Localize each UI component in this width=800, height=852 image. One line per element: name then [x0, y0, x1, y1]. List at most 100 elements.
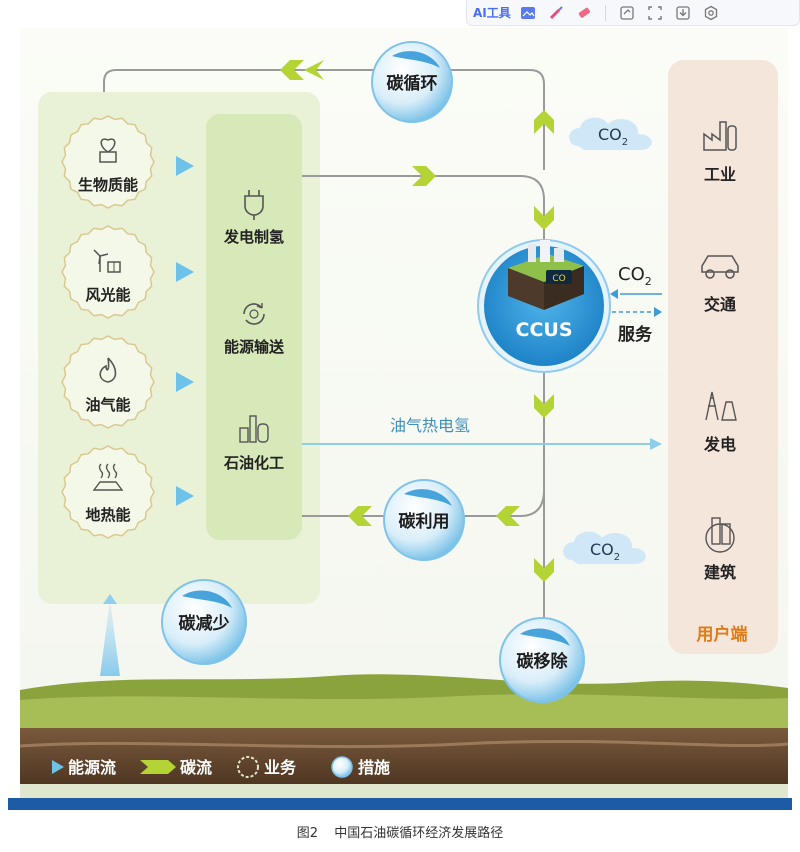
- business-label: 石油化工: [223, 454, 284, 472]
- source-label: 地热能: [85, 506, 130, 524]
- hydrogen-plug-icon: [244, 190, 264, 220]
- service-label: 服务: [618, 324, 653, 345]
- legend-carbon-flow: 碳流: [140, 758, 212, 777]
- beam-tip: [103, 594, 117, 604]
- svg-text:碳流: 碳流: [180, 758, 212, 777]
- measure-carbon-reduction: 碳减少: [161, 579, 247, 665]
- image-toolbar: AI工具: [466, 0, 800, 26]
- svg-text:碳移除: 碳移除: [517, 651, 569, 672]
- carbon-chevron-to-business: [348, 506, 372, 526]
- image-edit-icon[interactable]: [517, 3, 539, 23]
- soil-layer: [20, 728, 788, 786]
- source-label: 风光能: [85, 286, 130, 304]
- business-1: 发电制氢: [223, 190, 284, 246]
- user-3: 发电: [703, 391, 737, 454]
- source-2: 风光能: [61, 225, 155, 319]
- energy-arrow-3: [176, 372, 194, 392]
- energy-arrow-4: [176, 486, 194, 506]
- user-2: 交通: [701, 255, 739, 314]
- ccus-block-left: [508, 268, 544, 310]
- business-3: 石油化工: [223, 415, 284, 472]
- measure-carbon-removal: 碳移除: [499, 617, 585, 703]
- geothermal-icon: [92, 463, 124, 491]
- figure-number: 图2: [296, 826, 319, 841]
- ccus-tank: [528, 244, 536, 262]
- transport-cycle-icon: [243, 303, 265, 325]
- co2-flow-arrowhead: [610, 289, 618, 299]
- business-label: 能源输送: [224, 338, 285, 356]
- flame-icon: [99, 357, 117, 383]
- user-label: 建筑: [704, 563, 736, 582]
- eraser-icon[interactable]: [573, 3, 595, 23]
- user-end-title: 用户端: [697, 624, 748, 645]
- service-flow-arrowhead: [654, 307, 662, 317]
- user-4: 建筑: [704, 517, 736, 582]
- carbon-chevron-to-removal: [534, 558, 554, 582]
- crop-icon[interactable]: [616, 3, 638, 23]
- carbon-chevron-up-top: [534, 110, 554, 134]
- reduction-beam: [100, 600, 120, 676]
- business-badge-icon: [237, 756, 259, 778]
- source-3: 油气能: [61, 335, 155, 429]
- ai-tools-button[interactable]: AI工具: [473, 6, 511, 20]
- power-plant-icon: [705, 391, 737, 421]
- toolbar-divider: [604, 4, 606, 21]
- svg-text:能源流: 能源流: [68, 758, 116, 777]
- ccus-co2-panel: [546, 270, 572, 284]
- fullscreen-icon[interactable]: [644, 3, 666, 23]
- business-label: 发电制氢: [223, 228, 284, 246]
- download-icon[interactable]: [672, 3, 694, 23]
- ccus-co2-tag: CO: [552, 274, 565, 284]
- user-panel: [668, 60, 778, 654]
- energy-flow-arrow-icon: [52, 760, 64, 774]
- carbon-chevron-to-ccus: [412, 166, 436, 186]
- carbon-chevron-to-utilize: [496, 506, 520, 526]
- legend-measure: 措施: [331, 756, 390, 778]
- source-1: 生物质能: [61, 115, 155, 209]
- biomass-icon: [99, 138, 117, 163]
- refinery-icon: [239, 415, 269, 443]
- wind-solar-icon: [93, 249, 121, 273]
- legend-energy-flow: 能源流: [52, 758, 116, 777]
- measure-sphere-icon: [331, 756, 353, 778]
- oil-gas-flow-label: 油气热电氢: [390, 416, 470, 435]
- carbon-flow-chevrons: [280, 60, 554, 582]
- svg-text:业务: 业务: [264, 758, 297, 777]
- svg-text:碳循环: 碳循环: [387, 73, 438, 94]
- brush-icon[interactable]: [545, 3, 567, 23]
- svg-text:碳利用: 碳利用: [399, 511, 450, 532]
- pipe-top-loop: [103, 69, 545, 170]
- svg-text:措施: 措施: [358, 758, 390, 777]
- legend-business: 业务: [237, 756, 297, 778]
- soil-stripe: [19, 739, 789, 749]
- business-panel: [206, 114, 302, 540]
- measure-carbon-cycle: 碳循环: [371, 41, 453, 123]
- ccus-block-right: [544, 266, 584, 310]
- user-1: 工业: [703, 121, 737, 184]
- source-label: 生物质能: [78, 176, 138, 194]
- svg-text:碳减少: 碳减少: [179, 613, 230, 634]
- energy-arrow-1: [176, 156, 194, 176]
- ccus-hub: CO CCUS: [477, 239, 611, 373]
- svg-text:CO2: CO2: [598, 125, 628, 148]
- figure-caption: 图2 中国石油碳循环经济发展路径: [0, 822, 800, 841]
- energy-arrow-2: [176, 262, 194, 282]
- car-icon: [701, 255, 739, 279]
- factory-icon: [703, 121, 737, 151]
- co2-cloud-upper: CO2: [569, 117, 652, 150]
- building-icon: [705, 517, 735, 553]
- carbon-pipes: [103, 69, 545, 618]
- settings-icon[interactable]: [700, 3, 722, 23]
- energy-flow-arrowhead: [650, 438, 662, 450]
- user-label: 工业: [704, 165, 736, 184]
- carbon-chevron-out-ccus: [534, 394, 554, 418]
- ccus-tower: [540, 240, 550, 262]
- energy-flow-triangles: [176, 156, 194, 506]
- co2-cloud-lower: CO2: [563, 531, 646, 564]
- co2-to-ccus-label: CO2: [618, 264, 652, 288]
- caption-bar: [8, 798, 792, 810]
